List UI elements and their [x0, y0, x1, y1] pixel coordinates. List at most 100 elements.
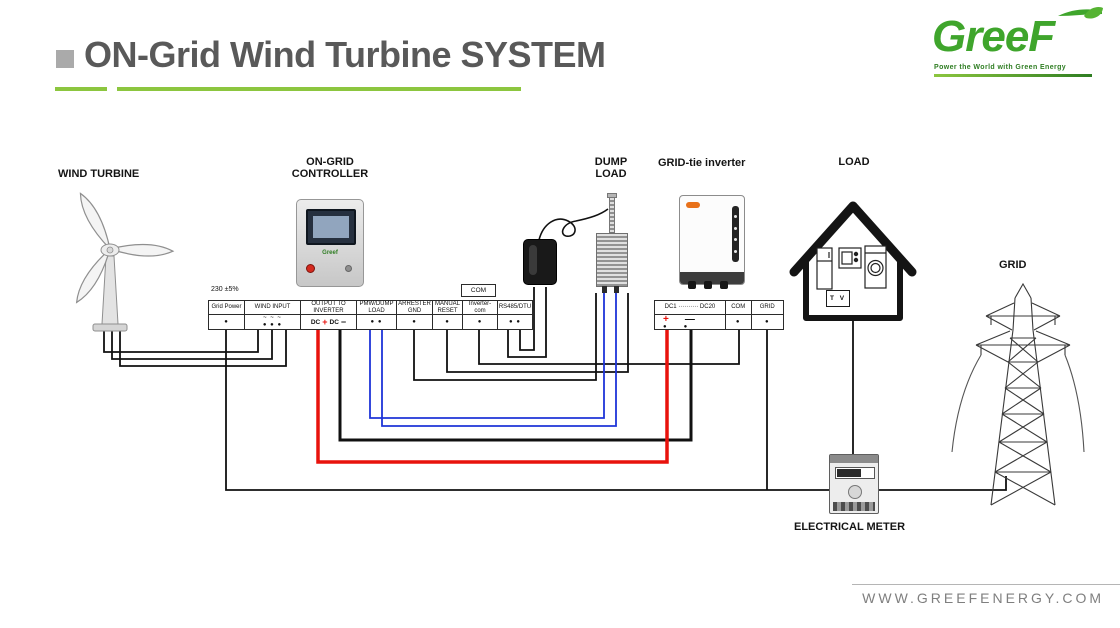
terminal-cell-com: COM ●	[725, 301, 752, 329]
dump-load-fins	[596, 233, 628, 287]
label-dump-load: DUMP LOAD	[585, 156, 637, 180]
brand-logo: GreeF Power the World with Green Energy	[930, 6, 1110, 82]
footer-website: WWW.GREEFENERGY.COM	[862, 590, 1104, 606]
com-label-box: COM	[461, 284, 496, 297]
on-grid-controller-device: Greef	[296, 199, 364, 287]
meter-dial	[848, 485, 862, 499]
controller-screen-display	[313, 216, 349, 238]
brand-logo-text: GreeF	[932, 12, 1055, 61]
led-dot	[734, 250, 737, 254]
terminal-cell-grid: GRID ●	[751, 301, 783, 329]
grid-tower-illustration	[951, 282, 1085, 506]
terminal-dot: ●	[663, 324, 668, 329]
label-grid-tie-inverter: GRID-tie inverter	[658, 157, 746, 169]
leaf-icon	[1058, 6, 1103, 19]
label-load: LOAD	[838, 156, 870, 168]
page-title: ON-Grid Wind Turbine SYSTEM	[84, 34, 606, 75]
brand-logo-tagline: Power the World with Green Energy	[934, 64, 1067, 71]
wire-manual-reset	[446, 293, 629, 373]
terminal-symbols: ~ ~ ~	[263, 315, 282, 321]
meter-terminal-block	[833, 502, 875, 511]
wire-turbine-3	[119, 330, 287, 367]
wire-pmw-2	[381, 293, 617, 427]
wire-dc-plus	[316, 330, 669, 464]
terminal-label: Grid Power	[209, 301, 244, 315]
led-dot	[734, 226, 737, 230]
wind-turbine-illustration	[75, 192, 175, 332]
dc-plus-sign: +	[322, 316, 328, 327]
terminal-dots: ● ● ●	[262, 322, 283, 328]
inverter-terminal-strip: DC1 ·········· DC20 + — ● ● COM ● GRID ●	[654, 300, 784, 330]
controller-red-button	[306, 264, 315, 273]
terminal-cell-rs485-dtu: RS485/DTU ● ●	[498, 301, 532, 329]
inverter-bottom-panel	[680, 272, 744, 284]
label-wind-turbine: WIND TURBINE	[58, 168, 140, 180]
wire-pmw-1	[369, 293, 605, 419]
terminal-symbols: ●	[735, 318, 741, 325]
label-grid: GRID	[999, 259, 1027, 271]
terminal-symbols: ● ●	[509, 318, 521, 325]
dc-text: DC	[329, 318, 339, 326]
controller-brand-text: Greef	[322, 250, 338, 256]
wire-turbine-2	[111, 330, 273, 360]
dump-load-terminal-1	[602, 286, 607, 293]
terminal-symbols: ●	[477, 318, 483, 325]
terminal-label: DC1 ·········· DC20	[655, 301, 725, 315]
terminal-cell-manual-reset: MANUAL RESET ●	[433, 301, 463, 329]
wire-meter-to-tower	[878, 476, 1007, 491]
voltage-note: 230 ±5%	[211, 286, 239, 293]
dc-minus-sign: −	[340, 316, 347, 327]
dump-load-terminal-2	[614, 286, 619, 293]
wire-turbine-1	[103, 330, 259, 353]
label-line: LOAD	[595, 168, 627, 180]
terminal-cell-grid-power: Grid Power ●	[209, 301, 245, 329]
terminal-cell-inverter-com: Inverter-com ●	[463, 301, 498, 329]
led-dot	[734, 214, 737, 218]
wire-grid-power-bottom	[225, 330, 830, 491]
dtu-power-adapter-device	[523, 239, 557, 285]
inverter-connector-1	[688, 281, 696, 289]
terminal-label: GRID	[751, 301, 783, 315]
terminal-symbols: ● ●	[370, 318, 383, 325]
terminal-cell-arrester-gnd: ARRESTER GND ●	[397, 301, 433, 329]
terminal-cell-output-to-inverter: OUTPUT TO INVERTER DC + DC −	[301, 301, 357, 329]
terminal-cell-pmw-dump-load: PMW/DUMP LOAD ● ●	[357, 301, 397, 329]
dc-plus-sign: +	[663, 314, 669, 325]
terminal-symbols: ●	[412, 318, 417, 325]
wiring-blue	[369, 293, 617, 427]
inverter-connector-3	[720, 281, 728, 289]
wire-rs485-a	[519, 287, 535, 351]
terminal-label: OUTPUT TO INVERTER	[301, 301, 356, 315]
house-appliances	[816, 245, 887, 290]
dump-load-device	[596, 193, 628, 293]
dump-load-antenna	[609, 197, 615, 233]
label-line: DUMP	[594, 156, 628, 168]
wire-inverter-com	[478, 330, 740, 365]
dc-text: DC	[310, 318, 321, 326]
terminal-label: COM	[725, 301, 751, 315]
tv-appliance: T V	[826, 290, 850, 307]
terminal-label: PMW/DUMP LOAD	[357, 301, 396, 315]
adapter-highlight	[529, 245, 537, 275]
dc-minus-sign: —	[684, 314, 695, 325]
terminal-label: Inverter-com	[463, 301, 497, 315]
wire-rs485-b	[507, 287, 547, 358]
adapter-cable	[538, 208, 609, 241]
title-bullet-square	[56, 50, 74, 68]
label-line: CONTROLLER	[291, 168, 369, 180]
house-illustration	[789, 201, 917, 321]
terminal-cell-wind-input: WIND INPUT ~ ~ ~ ● ● ●	[245, 301, 301, 329]
label-on-grid-controller: ON-GRID CONTROLLER	[280, 156, 380, 180]
terminal-label: WIND INPUT	[245, 301, 300, 315]
terminal-symbols: ●	[224, 318, 229, 325]
wire-arrester-gnd	[413, 293, 597, 381]
meter-digits	[837, 469, 861, 477]
wiring-black	[103, 287, 1007, 491]
controller-knob	[345, 265, 352, 272]
wire-dc-minus	[338, 330, 693, 442]
terminal-cell-dc1-dc20: DC1 ·········· DC20 + — ● ●	[655, 301, 726, 329]
inverter-connector-2	[704, 281, 712, 289]
footer-divider	[852, 584, 1120, 585]
terminal-symbols: ●	[445, 318, 450, 325]
